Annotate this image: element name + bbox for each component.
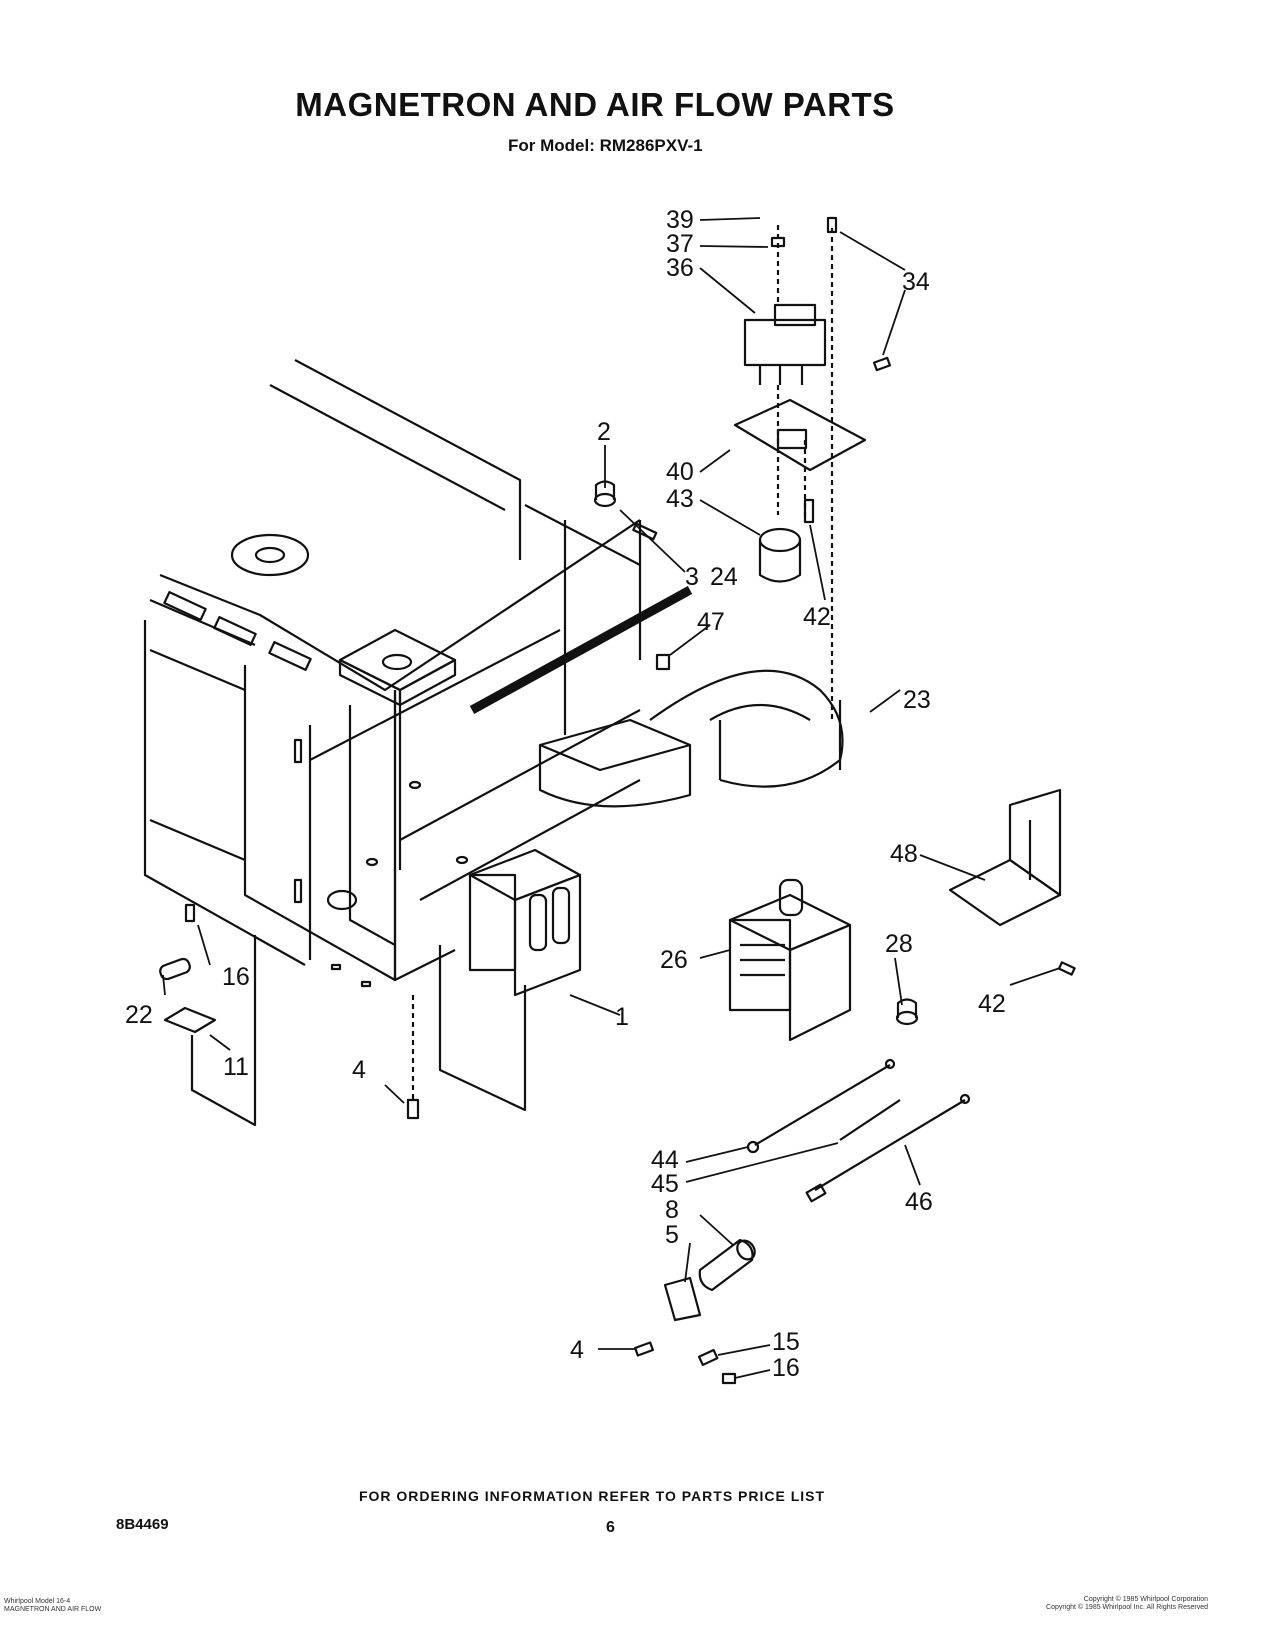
ordering-note: FOR ORDERING INFORMATION REFER TO PARTS … [358, 1488, 826, 1504]
document-code: 8B4469 [116, 1516, 169, 1533]
mounting-plate [733, 385, 867, 515]
callout-labels: 39 37 36 34 2 40 43 3 24 42 47 23 48 28 … [125, 206, 1006, 1382]
thermal-cutout-28 [895, 998, 919, 1026]
callout-48: 48 [890, 840, 918, 868]
bracket-48 [948, 788, 1062, 927]
fuse-22 [159, 957, 191, 981]
callout-44: 44 [651, 1146, 679, 1174]
footer-right-line1: Copyright © 1985 Whirlpool Corporation [1083, 1596, 1208, 1603]
footer-left-line1: Whirlpool Model 16-4 [4, 1598, 71, 1605]
screw-42-upper [803, 498, 815, 524]
callout-15: 15 [772, 1328, 800, 1356]
callout-3: 3 [685, 563, 699, 591]
callout-45: 45 [651, 1170, 679, 1198]
fuse-holder-11 [163, 1006, 217, 1034]
stirrer-motor [743, 225, 827, 385]
air-duct-assembly [538, 669, 844, 808]
callout-39: 39 [666, 206, 694, 234]
callout-16-capacitor: 16 [772, 1354, 800, 1382]
power-transformer [438, 848, 582, 1112]
model-subtitle: For Model: RM286PXV-1 [508, 136, 703, 155]
capacitor-bracket-5 [663, 1276, 702, 1322]
clip-47 [655, 653, 671, 671]
callout-43: 43 [666, 485, 694, 513]
callout-4-capacitor: 4 [570, 1336, 584, 1364]
screw-3 [632, 522, 658, 541]
footer-right-line2: Copyright © 1985 Whirlpool Inc. All Righ… [1046, 1604, 1208, 1611]
screw-34-side [872, 356, 892, 372]
callout-24: 24 [710, 563, 738, 591]
footer-left-line2: MAGNETRON AND AIR FLOW [4, 1606, 102, 1613]
leader-arrows [162, 217, 1061, 1379]
top-cover-plate [338, 628, 457, 707]
callout-16-left: 16 [222, 963, 250, 991]
callout-11: 11 [223, 1053, 249, 1081]
screw-4-bottom [406, 1098, 420, 1120]
wire-leads [746, 1058, 971, 1203]
footer-right-text: Copyright © 1985 Whirlpool Corporation C… [1018, 1596, 1208, 1612]
magnetron [728, 878, 852, 1042]
callout-4-bottom: 4 [352, 1056, 366, 1084]
callout-46: 46 [905, 1188, 933, 1216]
callout-23: 23 [903, 686, 931, 714]
rod-24 [469, 586, 693, 714]
callout-5: 5 [665, 1221, 679, 1249]
stirrer-coupler [758, 527, 802, 583]
footer-left-text: Whirlpool Model 16-4 MAGNETRON AND AIR F… [4, 1598, 101, 1614]
oven-cabinet [143, 359, 642, 988]
callout-36: 36 [666, 254, 694, 282]
callout-26: 26 [660, 946, 688, 974]
callout-37: 37 [666, 230, 694, 258]
screw-16-left [184, 903, 196, 923]
page-title: MAGNETRON AND AIR FLOW PARTS [295, 86, 895, 123]
callout-28: 28 [885, 930, 913, 958]
screw-4-capacitor [634, 1341, 654, 1357]
callout-2: 2 [597, 418, 611, 446]
callout-8: 8 [665, 1196, 679, 1224]
screw-42-lower [1057, 961, 1076, 976]
callout-40: 40 [666, 458, 694, 486]
callout-22: 22 [125, 1001, 153, 1029]
callout-47: 47 [697, 608, 725, 636]
clip-15 [697, 1348, 719, 1367]
callout-42-upper: 42 [803, 603, 831, 631]
page-number: 6 [606, 1519, 615, 1536]
callout-34: 34 [902, 268, 930, 296]
callout-1: 1 [615, 1003, 629, 1031]
screw-16-capacitor [721, 1372, 737, 1385]
callout-42-lower: 42 [978, 990, 1006, 1018]
screw-34-top [826, 216, 838, 234]
capacitor-8 [698, 1238, 756, 1292]
